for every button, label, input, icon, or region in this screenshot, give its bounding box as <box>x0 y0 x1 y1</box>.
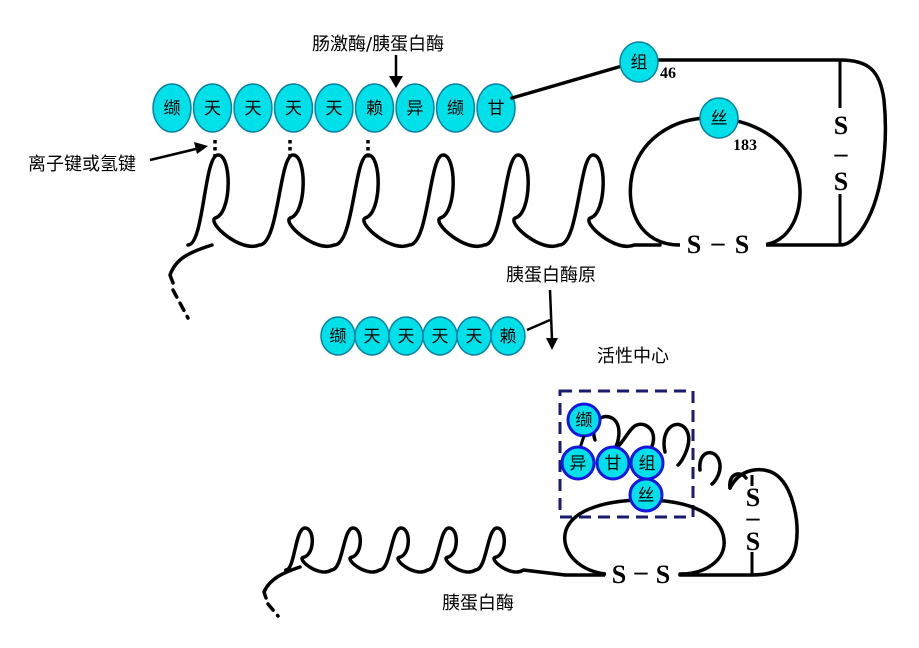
svg-text:丝: 丝 <box>638 486 655 506</box>
chain-to-his <box>510 64 624 100</box>
outer-disulfide-loop <box>653 58 888 247</box>
top-residue-label-1: 天 <box>204 99 221 119</box>
released-residue-1: 天 <box>354 316 390 356</box>
svg-text:S: S <box>656 560 670 589</box>
released-residue-0: 缬 <box>320 316 356 356</box>
bottom-tail-dashed <box>266 602 280 618</box>
svg-text:–: – <box>746 503 761 532</box>
released-residue-label-5: 赖 <box>500 327 517 347</box>
top-residue-label-2: 天 <box>245 99 262 119</box>
svg-text:–: – <box>634 557 649 586</box>
disulfide-right-label: S – S <box>830 108 852 196</box>
disulfide-bottom-label: S – S <box>680 228 766 259</box>
bond-label: 离子键或氢键 <box>28 154 136 175</box>
bottom-disulfide-bottom-label: S – S <box>606 557 678 589</box>
top-residue-0: 缬 <box>152 83 192 133</box>
bottom-disulfide-right-label: S – S <box>744 483 762 556</box>
bottom-helix <box>284 526 567 577</box>
active-center-label: 活性中心 <box>597 346 669 367</box>
his46-residue: 组 46 <box>619 41 676 83</box>
svg-text:S: S <box>834 167 848 196</box>
top-residue-label-0: 缬 <box>164 99 181 119</box>
svg-text:S: S <box>612 560 626 589</box>
released-residue-3: 天 <box>422 316 458 356</box>
released-residue-label-0: 缬 <box>330 327 347 347</box>
top-residue-label-6: 异 <box>407 99 424 119</box>
top-helix <box>186 153 662 249</box>
top-residue-3: 天 <box>273 83 314 133</box>
released-residue-label-2: 天 <box>398 327 415 347</box>
released-peptide: 缬天天天天赖 <box>320 316 526 356</box>
svg-text:–: – <box>711 228 726 257</box>
svg-text:甘: 甘 <box>605 454 622 474</box>
svg-text:S: S <box>687 230 701 259</box>
svg-text:S: S <box>735 230 749 259</box>
svg-text:–: – <box>834 139 849 168</box>
top-residue-2: 天 <box>233 83 273 133</box>
bottom-tail <box>262 565 302 600</box>
his-label: 组 <box>631 53 648 73</box>
svg-text:缬: 缬 <box>576 411 593 431</box>
release-arrows <box>526 289 558 350</box>
active-center-box <box>558 389 695 519</box>
top-tail-dashed <box>171 288 190 320</box>
svg-text:S: S <box>834 111 848 140</box>
released-residue-label-4: 天 <box>466 327 483 347</box>
top-residue-label-5: 赖 <box>366 99 383 119</box>
top-tail <box>168 243 214 285</box>
top-residue-4: 天 <box>314 83 354 133</box>
enterokinase-label: 肠激酶/胰蛋白酶 <box>312 34 444 55</box>
ser-label: 丝 <box>711 109 728 129</box>
top-residue-label-8: 甘 <box>488 99 505 119</box>
ser-number: 183 <box>733 137 757 154</box>
released-residue-4: 天 <box>456 316 492 356</box>
ionic-bonds <box>213 140 370 160</box>
active-site-residues: 缬 异 甘 组 丝 <box>560 402 665 513</box>
bottom-outer-loop <box>678 467 799 577</box>
top-peptide-chain: 缬天天天天赖异缬甘 <box>152 83 516 133</box>
released-residue-label-1: 天 <box>364 327 381 347</box>
released-residue-label-3: 天 <box>432 327 449 347</box>
active-his: 组 <box>629 445 665 481</box>
top-residue-1: 天 <box>192 83 233 133</box>
top-residue-8: 甘 <box>476 83 516 133</box>
top-residue-label-3: 天 <box>285 99 302 119</box>
svg-text:异: 异 <box>570 454 587 474</box>
released-residue-2: 天 <box>388 316 424 356</box>
top-residue-label-4: 天 <box>326 99 343 119</box>
top-residue-5: 赖 <box>354 83 395 133</box>
cleavage-arrow <box>389 55 403 88</box>
top-residue-7: 缬 <box>435 83 476 133</box>
top-residue-label-7: 缬 <box>447 99 464 119</box>
active-val: 缬 <box>566 402 602 438</box>
svg-text:S: S <box>746 527 760 556</box>
top-residue-6: 异 <box>395 83 435 133</box>
svg-text:S: S <box>746 483 760 512</box>
trypsinogen-label: 胰蛋白酶原 <box>506 265 596 286</box>
active-gly: 甘 <box>595 445 631 481</box>
bond-arrow <box>149 142 208 162</box>
trypsin-label: 胰蛋白酶 <box>442 593 514 614</box>
active-ser: 丝 <box>628 477 664 513</box>
released-residue-5: 赖 <box>490 316 526 356</box>
upper-helix <box>592 414 748 490</box>
active-ile: 异 <box>560 445 596 481</box>
svg-text:组: 组 <box>639 454 656 474</box>
his-number: 46 <box>660 65 676 82</box>
ser183-residue: 丝 183 <box>699 97 757 154</box>
